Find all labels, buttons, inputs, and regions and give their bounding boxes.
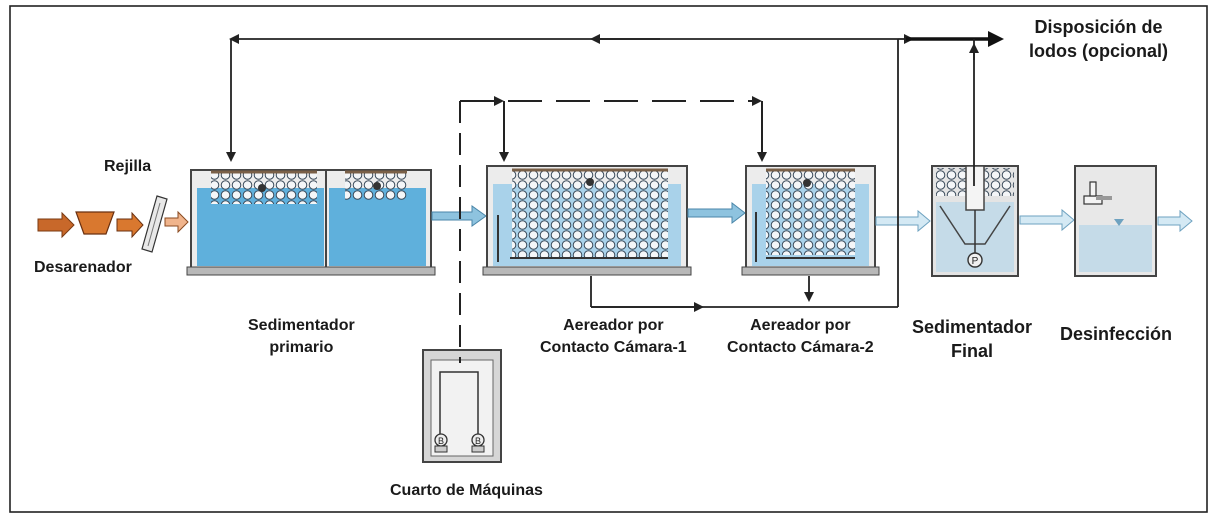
rejilla-outflow-arrow <box>164 210 189 234</box>
sludge-return-lines <box>226 34 899 312</box>
pump-symbol-final: P <box>972 256 979 267</box>
blower-symbol-1: B <box>438 436 444 446</box>
label-aereador-1-line2: Contacto Cámara-1 <box>540 339 687 356</box>
diagram-frame <box>9 5 1208 513</box>
label-aereador-1-line1: Aereador por <box>563 317 664 334</box>
label-sedimentador-primario-line1: Sedimentador <box>248 317 355 334</box>
label-sedimentador-final: Sedimentador Final <box>912 315 1032 363</box>
label-aereador-2-line2: Contacto Cámara-2 <box>727 339 874 356</box>
label-rejilla: Rejilla <box>104 158 152 175</box>
sludge-disposal-line <box>898 31 1004 186</box>
rejilla <box>141 195 189 253</box>
label-aereador-1: Aereador por Contacto Cámara-1 <box>540 315 687 359</box>
aereador-camara-2-tank <box>741 165 880 276</box>
blower-symbol-2: B <box>475 436 481 446</box>
sedimentador-final-tank: P <box>931 165 1019 277</box>
cuarto-maquinas-box: B B <box>422 349 502 463</box>
label-sedimentador-primario: Sedimentador primario <box>248 315 355 359</box>
desinfeccion-tank <box>1074 165 1157 277</box>
flow-arrow-4 <box>1019 208 1075 232</box>
label-sedimentador-primario-line2: primario <box>269 339 334 356</box>
label-sedimentador-final-line1: Sedimentador <box>912 317 1033 337</box>
label-sedimentador-final-line2: Final <box>951 341 994 361</box>
desarenador <box>37 211 144 239</box>
water-level-icon <box>1114 219 1124 226</box>
label-cuarto-maquinas: Cuarto de Máquinas <box>390 482 543 499</box>
pump-icon <box>967 252 983 268</box>
flow-arrow-2 <box>687 201 746 225</box>
desarenador-basin <box>75 211 115 235</box>
label-aereador-2-line1: Aereador por <box>750 317 851 334</box>
outflow-arrow <box>1157 209 1193 233</box>
label-desarenador: Desarenador <box>34 259 132 276</box>
flow-arrow-3 <box>875 209 931 233</box>
label-disposicion-lodos: Disposición de lodos (opcional) <box>1029 15 1168 63</box>
aereador-camara-1-tank <box>482 165 692 276</box>
label-aereador-2: Aereador por Contacto Cámara-2 <box>727 315 874 359</box>
label-disposicion-lodos-line2: lodos (opcional) <box>1029 41 1168 61</box>
sedimentador-primario-tank <box>186 169 436 276</box>
air-supply-lines <box>459 96 767 363</box>
label-disposicion-lodos-line1: Disposición de <box>1034 17 1163 37</box>
desarenador-outflow-arrow <box>116 211 144 239</box>
inflow-arrow <box>37 211 75 239</box>
label-desinfeccion: Desinfección <box>1060 324 1173 344</box>
